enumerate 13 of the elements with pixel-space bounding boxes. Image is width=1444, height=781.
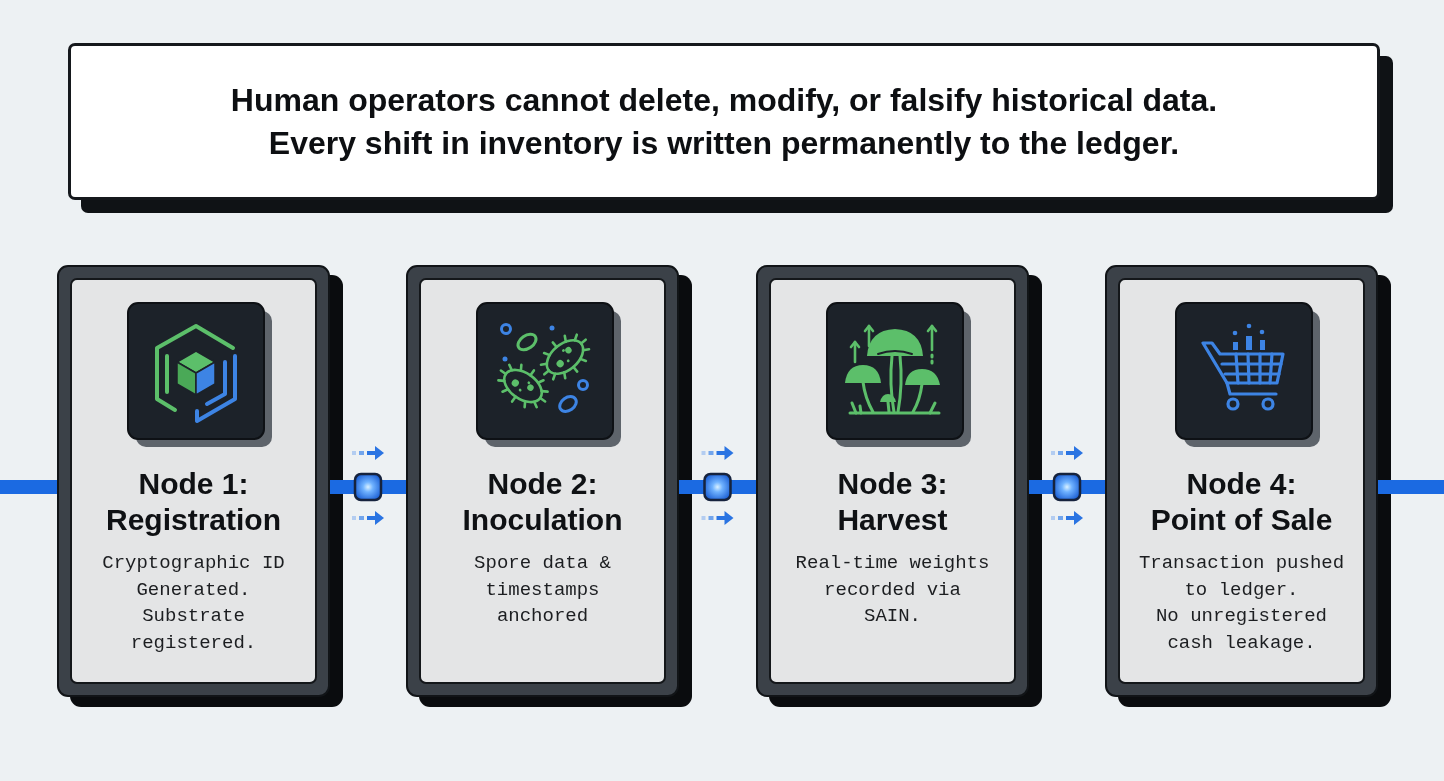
step-description: Transaction pushed to ledger. — [1137, 551, 1346, 603]
connector-bar — [0, 480, 57, 494]
step-title: Node 2: Inoculation — [461, 466, 624, 538]
step-description: Real-time weights recorded via SAIN. — [794, 551, 991, 629]
step-title: Node 3: Harvest — [836, 466, 949, 538]
step-description: Cryptographic ID Generated. Substrate registered. — [101, 551, 286, 656]
connector-bar — [1378, 480, 1444, 494]
banner-text: Human operators cannot delete, modify, or falsify historical data. — [230, 80, 1218, 120]
step-description: No unregistered cash leakage. — [1154, 604, 1328, 656]
step-title: Node 1: Registration — [105, 466, 282, 538]
step-title: Node 4: Point of Sale — [1149, 466, 1334, 538]
step-description: Spore data & timestamps anchored — [473, 551, 612, 629]
banner-text: Every shift in inventory is written permanently to the ledger. — [268, 123, 1180, 163]
